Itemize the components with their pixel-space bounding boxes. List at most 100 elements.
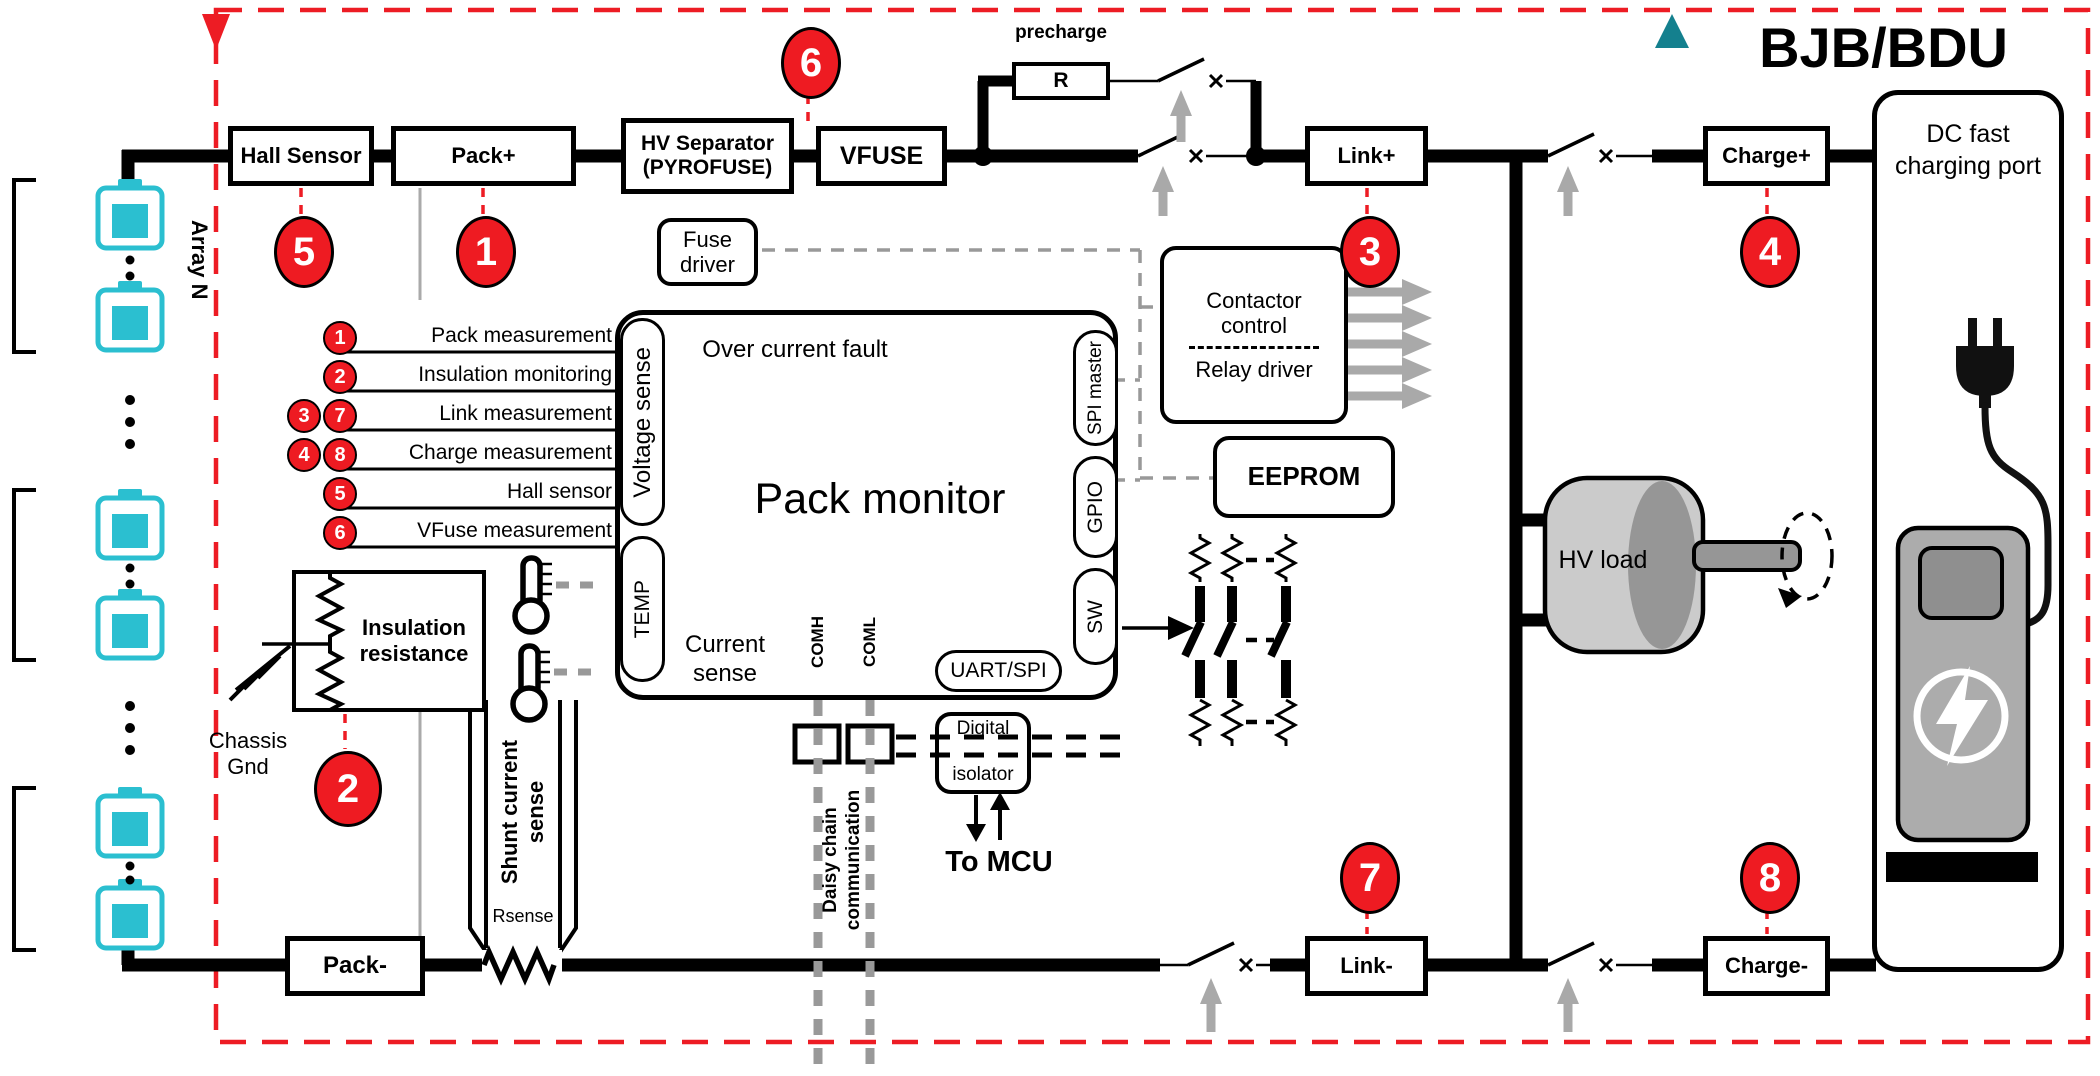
bullet-1: 1: [323, 321, 357, 355]
link-plus-box: Link+: [1305, 126, 1428, 186]
bullet-3: 3: [287, 399, 321, 433]
vfuse-box: VFUSE: [816, 126, 947, 186]
measurement-label-link: Link measurement: [439, 402, 612, 425]
rsense-label: Rsense: [492, 906, 554, 926]
digital-isolator-label-bottom: isolator: [952, 763, 1014, 785]
callout-8: 8: [1740, 842, 1800, 914]
digital-isolator-label-top: Digital: [956, 717, 1010, 739]
top-hv-bus: [121, 149, 1876, 184]
precharge-resistor-box: R: [1012, 62, 1110, 100]
current-sense-label: Current sense: [684, 631, 766, 687]
callout-2: 2: [314, 751, 382, 827]
charge-minus-switch: [1547, 941, 1652, 973]
callout-7: 7: [1340, 842, 1400, 914]
gpio-port: GPIO: [1073, 456, 1118, 558]
chassis-ground-icon: [228, 644, 292, 702]
sw-label: SW: [1083, 599, 1107, 634]
rotation-dashed-ellipse: [1780, 511, 1834, 601]
relay-driver-arrows: [1348, 279, 1432, 409]
bullet-4: 4: [287, 438, 321, 472]
precharge-switch-blade: [1157, 57, 1205, 83]
temp-label: TEMP: [630, 579, 654, 639]
main-contactor-switch: [1137, 132, 1256, 164]
pack-plus-label: Pack+: [451, 143, 516, 169]
measurement-label-charge: Charge measurement: [408, 441, 612, 464]
bullet-2: 2: [323, 360, 357, 394]
charge-plus-box: Charge+: [1703, 126, 1830, 186]
measurement-label-hall: Hall sensor: [506, 480, 612, 503]
battery-array-column: [12, 178, 165, 952]
vfuse-label: VFUSE: [839, 141, 924, 170]
temp-port: TEMP: [620, 536, 665, 682]
uart-spi-label: UART/SPI: [950, 659, 1047, 682]
callout-4: 4: [1740, 216, 1800, 288]
sw-port: SW: [1073, 568, 1118, 665]
charge-plus-switch: [1547, 132, 1652, 164]
contactor-control-label: Contactor control: [1206, 287, 1302, 338]
pack-monitor-title: Pack monitor: [754, 475, 1006, 524]
precharge-resistor-label: R: [1053, 68, 1069, 92]
rotation-arrowhead: [1778, 588, 1802, 608]
teal-triangle-icon: [1655, 14, 1689, 48]
uart-spi-port: UART/SPI: [935, 650, 1062, 692]
array-n-label: Array N: [187, 220, 213, 300]
rsense-zigzag: [481, 944, 557, 987]
spi-master-label: SPI master: [1084, 341, 1106, 435]
callout-6: 6: [781, 27, 841, 99]
comh-label: COMH: [807, 616, 827, 668]
bullet-5: 5: [323, 477, 357, 511]
bullet-8: 8: [323, 438, 357, 472]
relay-driver-label: Relay driver: [1195, 357, 1313, 383]
gpio-label: GPIO: [1083, 480, 1107, 534]
callout-5: 5: [274, 216, 334, 288]
eeprom-label: EEPROM: [1247, 461, 1361, 492]
measurement-label-insulation: Insulation monitoring: [418, 363, 612, 386]
pack-plus-box: Pack+: [391, 126, 576, 186]
link-plus-label: Link+: [1337, 143, 1396, 169]
main-vertical-bus: [1509, 150, 1552, 971]
precharge-label: precharge: [1015, 22, 1107, 43]
pack-minus-box: Pack-: [285, 936, 425, 996]
fuse-driver-label: Fuse driver: [679, 226, 735, 277]
dc-fast-charging-port-box: [1872, 90, 2064, 972]
callout-1: 1: [456, 216, 516, 288]
hall-sensor-label: Hall Sensor: [240, 143, 362, 169]
page-title: BJB/BDU: [1759, 16, 2008, 79]
measurement-label-pack: Pack measurement: [431, 324, 612, 347]
measurement-label-vfuse: VFuse measurement: [417, 519, 612, 542]
chassis-gnd-label: Chassis Gnd: [208, 727, 288, 779]
over-current-fault-label: Over current fault: [702, 335, 888, 363]
battery-ellipsis-dots: [125, 255, 135, 885]
callout-3: 3: [1340, 216, 1400, 288]
dc-fast-charging-port-label: DC fast charging port: [1895, 119, 2041, 181]
pack-minus-label: Pack-: [322, 952, 388, 980]
voltage-sense-port: Voltage sense: [620, 318, 665, 526]
charge-minus-box: Charge-: [1703, 936, 1830, 996]
to-mcu-arrows: [966, 792, 1010, 842]
battery-cell-icons: [95, 179, 165, 951]
link-minus-label: Link-: [1340, 953, 1393, 979]
coml-label: COML: [859, 616, 879, 668]
contactor-divider: [1189, 346, 1319, 350]
daisy-chain-label: Daisy chain communication: [820, 789, 864, 931]
hall-sensor-box: Hall Sensor: [228, 126, 374, 186]
charge-minus-label: Charge-: [1724, 953, 1809, 979]
hv-load-label: HV load: [1558, 546, 1648, 574]
contactor-control-box: Contactor control Relay driver: [1160, 246, 1348, 424]
eeprom-box: EEPROM: [1213, 436, 1395, 518]
spi-master-port: SPI master: [1073, 330, 1118, 446]
red-arrow-icon: [202, 14, 230, 50]
to-mcu-label: To MCU: [945, 845, 1053, 878]
link-minus-switch: [1160, 941, 1270, 973]
voltage-sense-label: Voltage sense: [628, 346, 656, 498]
hv-separator-label-1: HV Separator: [640, 131, 775, 155]
charge-plus-label: Charge+: [1722, 143, 1811, 169]
bullet-6: 6: [323, 516, 357, 550]
hv-separator-box: HV Separator (PYROFUSE): [621, 118, 794, 194]
fuse-driver-box: Fuse driver: [657, 218, 758, 286]
insulation-resistance-label: Insulation resistance: [359, 614, 469, 666]
hv-separator-label-2: (PYROFUSE): [642, 156, 773, 179]
thermometer-icons: [510, 555, 604, 723]
sw-relay-network: [1122, 534, 1299, 746]
